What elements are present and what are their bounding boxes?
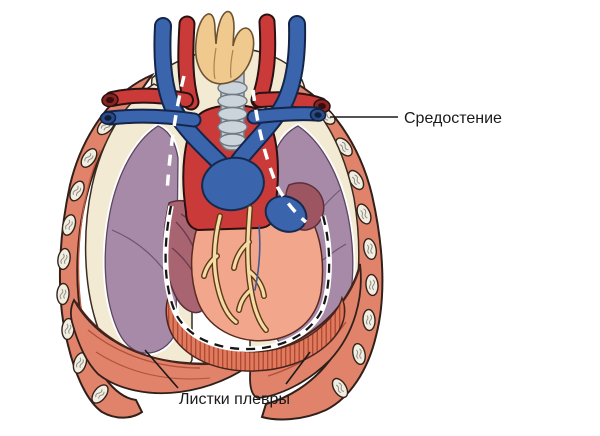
rib-cross-section [362, 308, 376, 332]
pleura-label: Листки плевры [179, 391, 290, 408]
rib-cross-sections [56, 107, 379, 404]
vein-cut-end [99, 111, 117, 125]
rib-cross-section [57, 247, 71, 271]
rib-cross-section [61, 214, 77, 236]
rib-cross-section [352, 342, 366, 366]
rib-cross-section [61, 317, 75, 341]
rib-cross-section [80, 148, 98, 168]
great-veins [99, 15, 327, 233]
rib-cross-section [331, 377, 349, 399]
rib-cross-section [91, 384, 109, 404]
rib-cross-section [356, 203, 372, 225]
rib-cross-section [362, 237, 378, 261]
thyroid-gland [194, 10, 255, 85]
diaphragm-left [70, 298, 256, 395]
left-carotid-artery [179, 17, 198, 109]
mediastinum-boundary-dashes [165, 75, 308, 224]
vein-cut-end [309, 108, 327, 122]
pericardium-dashed-outline [162, 205, 332, 352]
labels: Средостение Листки плевры [179, 110, 502, 408]
rib-cross-section [56, 282, 70, 306]
pleura-leader-line-left [144, 349, 179, 389]
pulmonary-trunk [201, 156, 265, 212]
artery-cut-end [101, 92, 119, 108]
mediastinum-label: Средостение [404, 110, 502, 127]
lung-left [102, 123, 181, 356]
leader-lines [144, 116, 398, 389]
pleura-leader-line-right [285, 351, 311, 385]
left-subclavian-vein [104, 110, 200, 126]
coronary-arteries [201, 205, 269, 333]
rib-cross-section [365, 273, 379, 297]
right-subclavian-vein [248, 108, 322, 123]
rib-cross-section [69, 180, 85, 202]
coronary-vein [254, 225, 261, 291]
